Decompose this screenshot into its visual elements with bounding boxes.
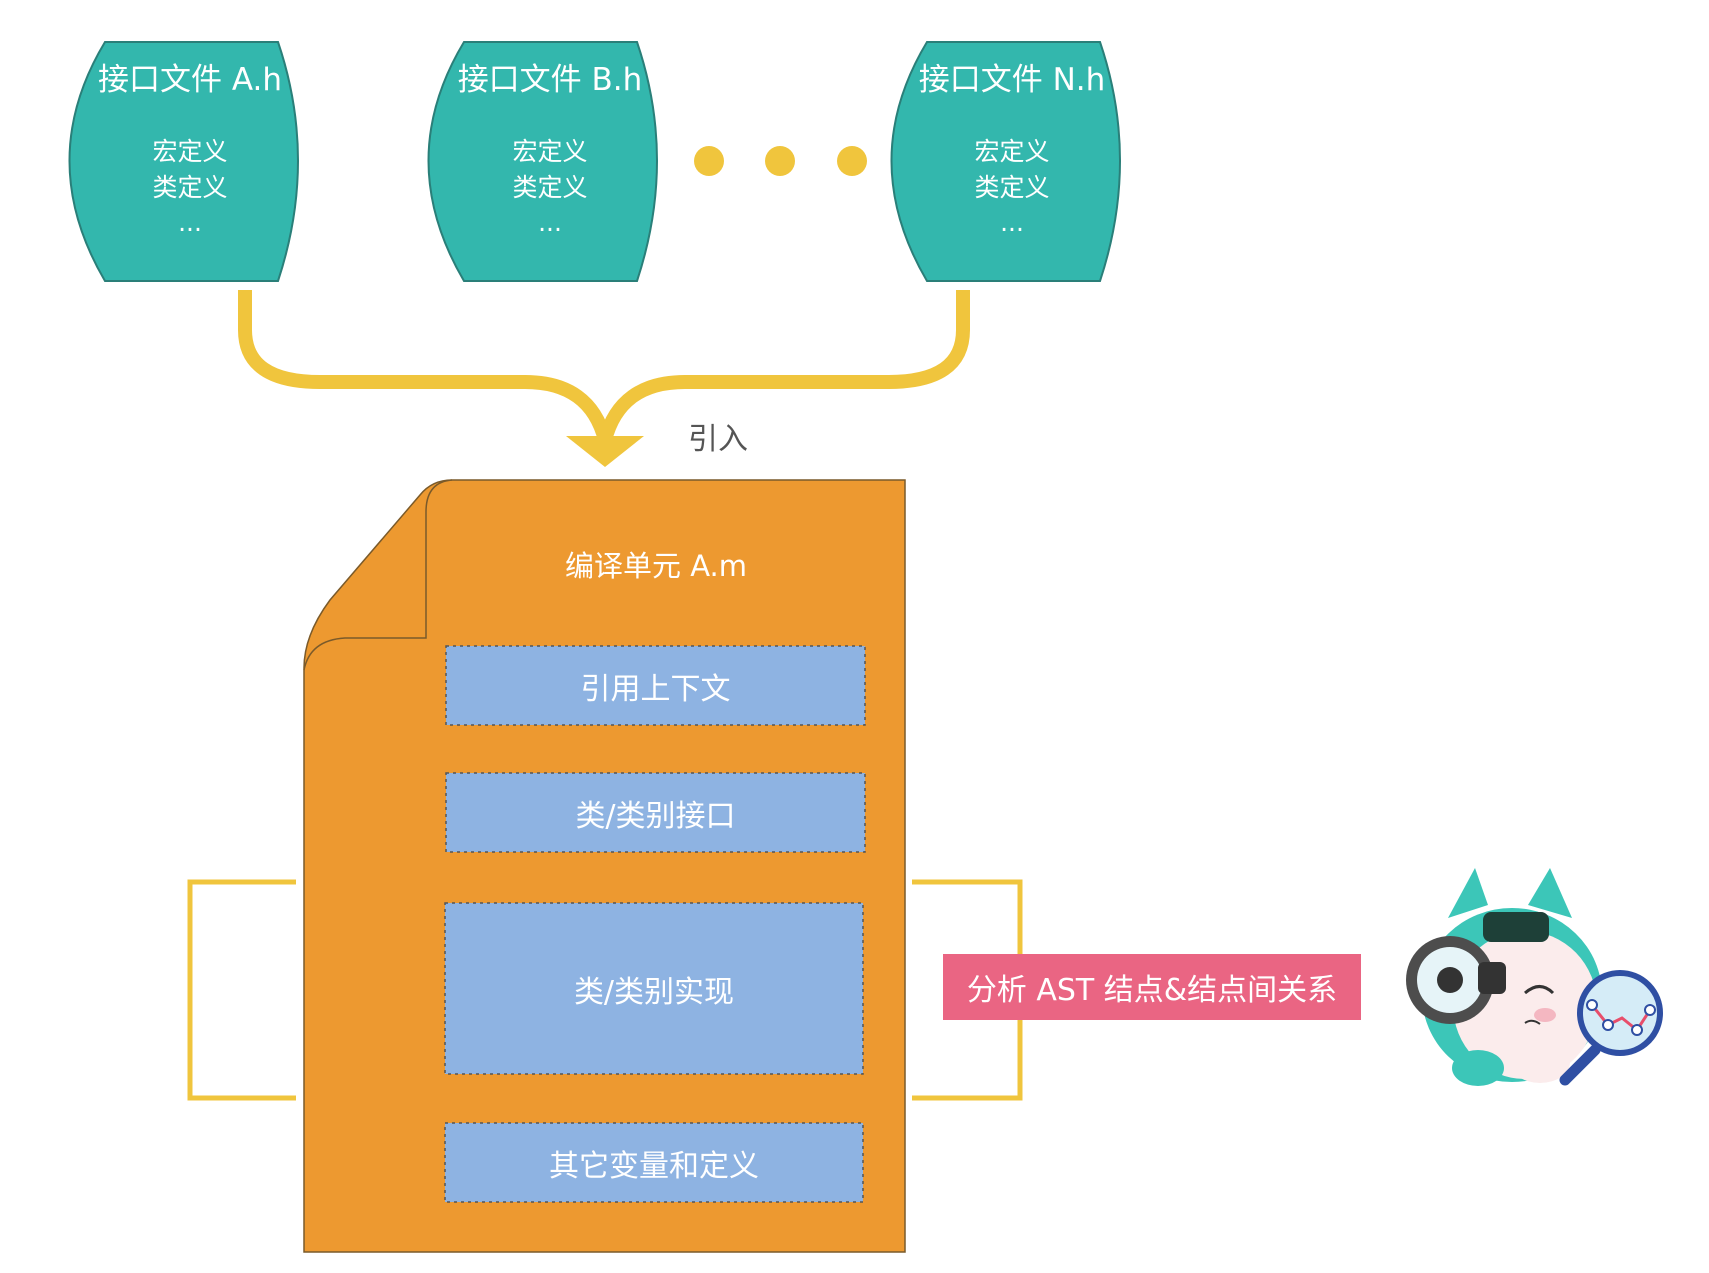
left-bracket <box>187 879 296 1101</box>
header-file-b-shape <box>427 41 658 282</box>
header-file-n-line-1: 宏定义 <box>974 137 1050 166</box>
header-file-n-title: 接口文件 N.h <box>918 62 1106 98</box>
import-label: 引入 <box>688 422 748 457</box>
segment-context-box <box>445 645 866 726</box>
ellipsis-dot-3 <box>837 146 867 176</box>
segment-interface-box <box>445 772 866 853</box>
header-file-a-line-2: 类定义 <box>152 173 228 202</box>
header-file-n-line-3: ... <box>1000 208 1024 237</box>
header-file-n-shape <box>890 41 1121 282</box>
ellipsis-dot-1 <box>694 146 724 176</box>
segment-context-label: 引用上下文 <box>580 672 731 707</box>
header-file-b-title: 接口文件 B.h <box>457 62 643 98</box>
import-arrow-head <box>566 436 644 467</box>
header-file-a-title: 接口文件 A.h <box>97 62 283 98</box>
segment-other-box <box>444 1122 864 1203</box>
segment-implementation-box <box>444 902 864 1075</box>
segment-interface-label: 类/类别接口 <box>575 799 736 834</box>
segment-implementation-label: 类/类别实现 <box>573 975 735 1010</box>
header-file-a-shape <box>68 41 299 282</box>
segment-other-label: 其它变量和定义 <box>549 1149 759 1184</box>
import-arrow-left <box>238 290 612 442</box>
compile-unit-title: 编译单元 A.m <box>564 549 747 583</box>
header-file-b-line-1: 宏定义 <box>512 137 588 166</box>
header-file-a-line-3: ... <box>178 208 202 237</box>
analysis-label: 分析 AST 结点&结点间关系 <box>943 954 1361 1020</box>
import-arrow-right <box>598 290 970 442</box>
ellipsis-dot-2 <box>765 146 795 176</box>
header-file-b-line-3: ... <box>538 208 562 237</box>
document-folded-corner <box>303 479 453 671</box>
header-file-b-line-2: 类定义 <box>512 173 588 202</box>
magnifier-mascot-icon <box>1406 868 1663 1086</box>
header-file-n-line-2: 类定义 <box>974 173 1050 202</box>
header-file-a-line-1: 宏定义 <box>152 137 228 166</box>
